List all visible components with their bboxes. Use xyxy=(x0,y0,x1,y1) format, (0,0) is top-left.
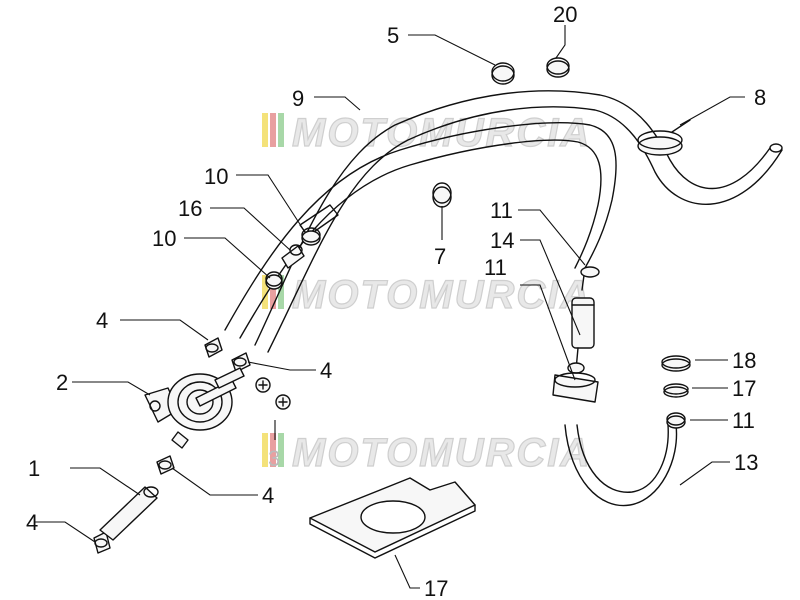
callout-11-middle: 11 xyxy=(484,255,507,280)
fuel-filter-14 xyxy=(567,266,600,374)
callout-20: 20 xyxy=(553,2,577,27)
clamp-4-lower xyxy=(156,455,175,475)
callout-4-lower: 4 xyxy=(262,483,274,508)
callout-7: 7 xyxy=(434,244,446,269)
connector-16 xyxy=(281,244,305,269)
fuel-pump-2 xyxy=(144,367,245,449)
callout-11-top: 11 xyxy=(490,198,513,223)
callout-17-right: 17 xyxy=(732,376,756,401)
watermark-top: MOTOMURCIA xyxy=(262,110,591,156)
callout-18: 18 xyxy=(732,348,756,373)
clamp-11-right xyxy=(666,412,686,429)
clamp-10-upper xyxy=(301,227,321,246)
clamp-10-lower xyxy=(265,271,283,290)
hose-13 xyxy=(564,424,678,507)
callout-11-right: 11 xyxy=(732,408,755,433)
holder-15 xyxy=(552,372,599,403)
callout-16: 16 xyxy=(178,196,202,221)
callout-labels: 5 20 8 9 10 16 10 4 4 2 3 1 4 4 7 11 14 … xyxy=(26,2,766,600)
clamp-7 xyxy=(432,182,452,208)
callout-2: 2 xyxy=(56,370,68,395)
callout-14: 14 xyxy=(490,228,514,253)
svg-text:MOTOMURCIA: MOTOMURCIA xyxy=(292,111,591,155)
clamp-18 xyxy=(661,355,691,372)
screw-3-b xyxy=(275,394,291,410)
callout-3: 3 xyxy=(268,446,280,471)
clamp-5 xyxy=(491,62,515,85)
screw-3-a xyxy=(255,377,271,393)
clamp-4-upper-b xyxy=(231,352,251,373)
callout-8: 8 xyxy=(754,85,766,110)
leader-lines xyxy=(35,25,745,589)
watermark-middle: MOTOMURCIA xyxy=(262,272,591,318)
callout-4-upper: 4 xyxy=(96,308,108,333)
callout-5: 5 xyxy=(387,23,399,48)
callout-1: 1 xyxy=(28,456,40,481)
hose-1 xyxy=(99,486,159,541)
callout-10-upper: 10 xyxy=(204,164,228,189)
callout-4-bottom: 4 xyxy=(26,510,38,535)
clamp-4-bottom xyxy=(93,531,111,554)
callout-10-lower: 10 xyxy=(152,226,176,251)
hose-9 xyxy=(254,90,783,353)
callout-13: 13 xyxy=(734,450,758,475)
gasket-17 xyxy=(309,477,476,559)
clamp-20 xyxy=(546,57,570,78)
svg-text:MOTOMURCIA: MOTOMURCIA xyxy=(292,273,591,317)
watermark-bottom: MOTOMURCIA xyxy=(262,430,591,476)
callout-9: 9 xyxy=(292,86,304,111)
svg-text:MOTOMURCIA: MOTOMURCIA xyxy=(292,431,591,475)
clamp-17-right xyxy=(663,383,689,398)
clamp-8 xyxy=(637,119,691,156)
callout-4-right: 4 xyxy=(320,358,332,383)
clamp-4-upper-a xyxy=(204,337,223,358)
callout-17-bottom: 17 xyxy=(424,576,448,600)
